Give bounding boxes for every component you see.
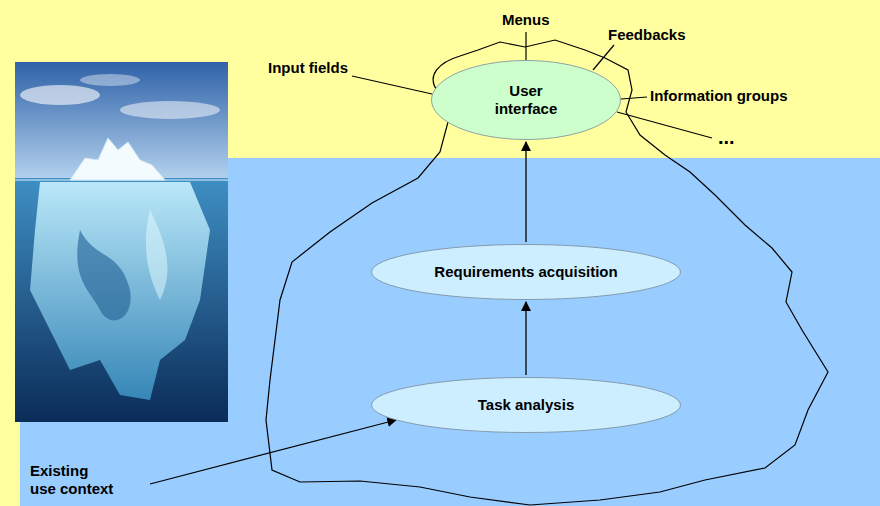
leader-lines	[150, 32, 712, 484]
arrow-connector	[525, 142, 526, 242]
node-label: Task analysis	[478, 396, 574, 414]
arrow-connector	[525, 302, 526, 375]
ellipse-node: User interface	[431, 60, 621, 140]
annotation-label: Menus	[502, 11, 550, 29]
annotation-label: Information groups	[650, 87, 788, 105]
node-text-group: User interface	[486, 82, 566, 118]
annotation-label: Feedbacks	[608, 26, 686, 44]
iceberg-photo	[15, 62, 228, 422]
node-label: Requirements acquisition	[434, 263, 617, 281]
node-text-group: Requirements acquisition	[434, 263, 617, 281]
ellipse-node: Task analysis	[371, 377, 681, 433]
annotation-label: Existing use context	[30, 462, 116, 498]
node-text-group: Task analysis	[478, 396, 574, 414]
node-label: User interface	[486, 82, 566, 118]
annotation-label: ...	[718, 128, 735, 146]
iceberg-outline	[266, 40, 828, 505]
water-band	[20, 158, 880, 506]
ellipse-node: Requirements acquisition	[371, 244, 681, 300]
annotation-label: Input fields	[268, 59, 348, 77]
